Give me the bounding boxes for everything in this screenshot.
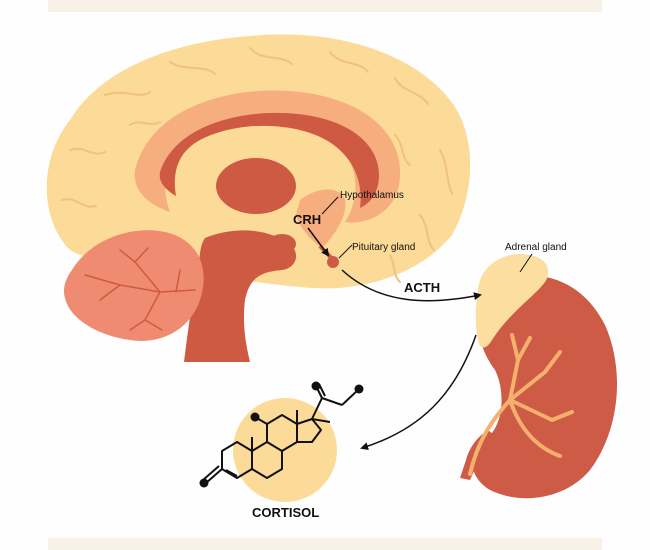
adrenal-gland xyxy=(475,254,549,348)
kidney-vessels xyxy=(468,333,574,476)
label-cortisol: CORTISOL xyxy=(252,505,319,520)
leader-hypothalamus xyxy=(321,196,339,215)
molecule-atoms xyxy=(199,381,364,488)
arrow-crh xyxy=(307,227,330,257)
fornix-stripe xyxy=(159,112,380,208)
bottom-frame-band xyxy=(48,538,602,550)
top-frame-band xyxy=(48,0,602,12)
hypothalamus-region xyxy=(296,189,346,248)
brainstem xyxy=(184,230,297,362)
leader-pituitary xyxy=(338,244,353,259)
arrow-acth xyxy=(341,269,482,302)
arrow-cortisol xyxy=(360,334,477,451)
atom-oh-c11 xyxy=(250,412,260,422)
label-crh: CRH xyxy=(293,212,321,227)
cortisol-molecule xyxy=(199,381,364,502)
cerebellum xyxy=(63,230,204,341)
kidney xyxy=(472,275,617,499)
leader-adrenal xyxy=(519,253,533,273)
label-hypothalamus: Hypothalamus xyxy=(340,190,404,201)
label-adrenal-gland: Adrenal gland xyxy=(505,242,567,253)
pituitary-gland-dot xyxy=(327,256,339,268)
label-pituitary-gland: Pituitary gland xyxy=(352,242,415,253)
steroid-skeleton xyxy=(202,383,360,484)
brain-gyri xyxy=(61,47,453,283)
ureter xyxy=(460,430,498,480)
label-acth: ACTH xyxy=(404,280,440,295)
leader-lines xyxy=(321,196,533,273)
brain-illustration xyxy=(46,34,471,362)
thalamus xyxy=(216,158,296,214)
atom-carbonyl-oxygen-c20 xyxy=(311,381,321,391)
kidney-illustration xyxy=(460,254,617,499)
arrows xyxy=(307,227,482,451)
pons xyxy=(268,234,296,254)
atom-oh-c21 xyxy=(354,384,364,394)
atom-carbonyl-oxygen-c3 xyxy=(199,478,209,488)
cerebellum-branches xyxy=(84,247,196,331)
